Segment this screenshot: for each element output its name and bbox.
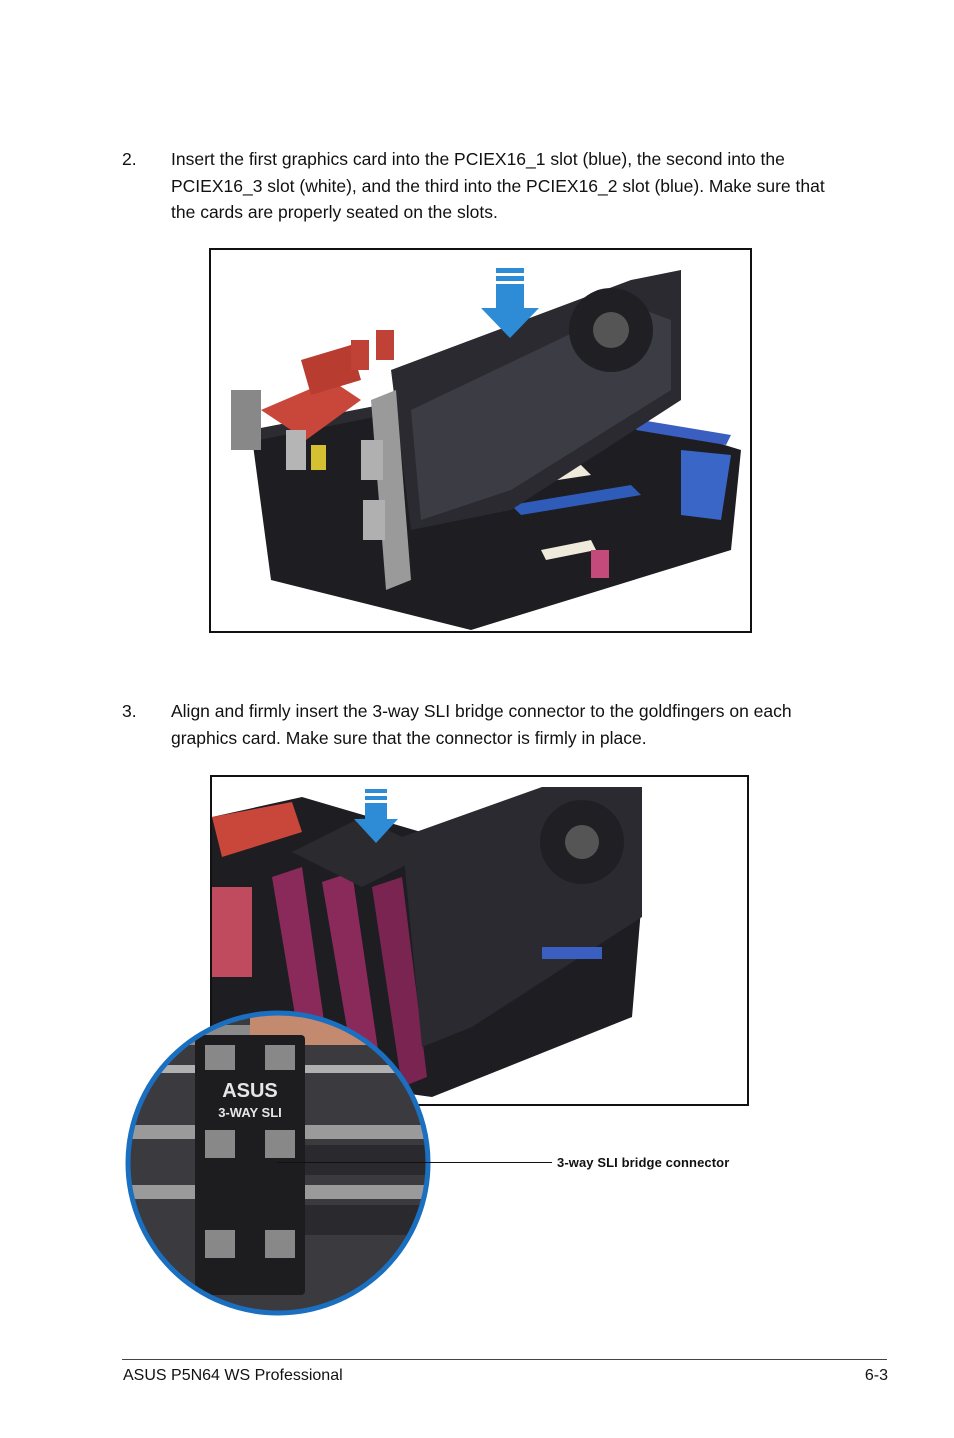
step-number: 3. <box>122 701 137 721</box>
step-text: Align and firmly insert the 3-way SLI br… <box>171 701 792 748</box>
callout-line <box>277 1162 552 1163</box>
step-text: Insert the first graphics card into the … <box>171 149 825 222</box>
callout-label: 3-way SLI bridge connector <box>557 1155 730 1170</box>
footer-page-number: 6-3 <box>864 1367 888 1384</box>
footer-rule <box>122 1359 887 1360</box>
bridge-detail-zoom: ASUS 3-WAY SLI <box>120 1005 436 1321</box>
step-number: 2. <box>122 149 137 169</box>
footer-document-title: ASUS P5N64 WS Professional <box>123 1367 343 1384</box>
figure-graphics-card-insertion <box>209 248 752 633</box>
bridge-logo-text: ASUS <box>222 1080 278 1102</box>
bridge-title-text: 3-WAY SLI <box>218 1105 282 1120</box>
figure-sli-bridge-installation <box>210 775 749 1106</box>
